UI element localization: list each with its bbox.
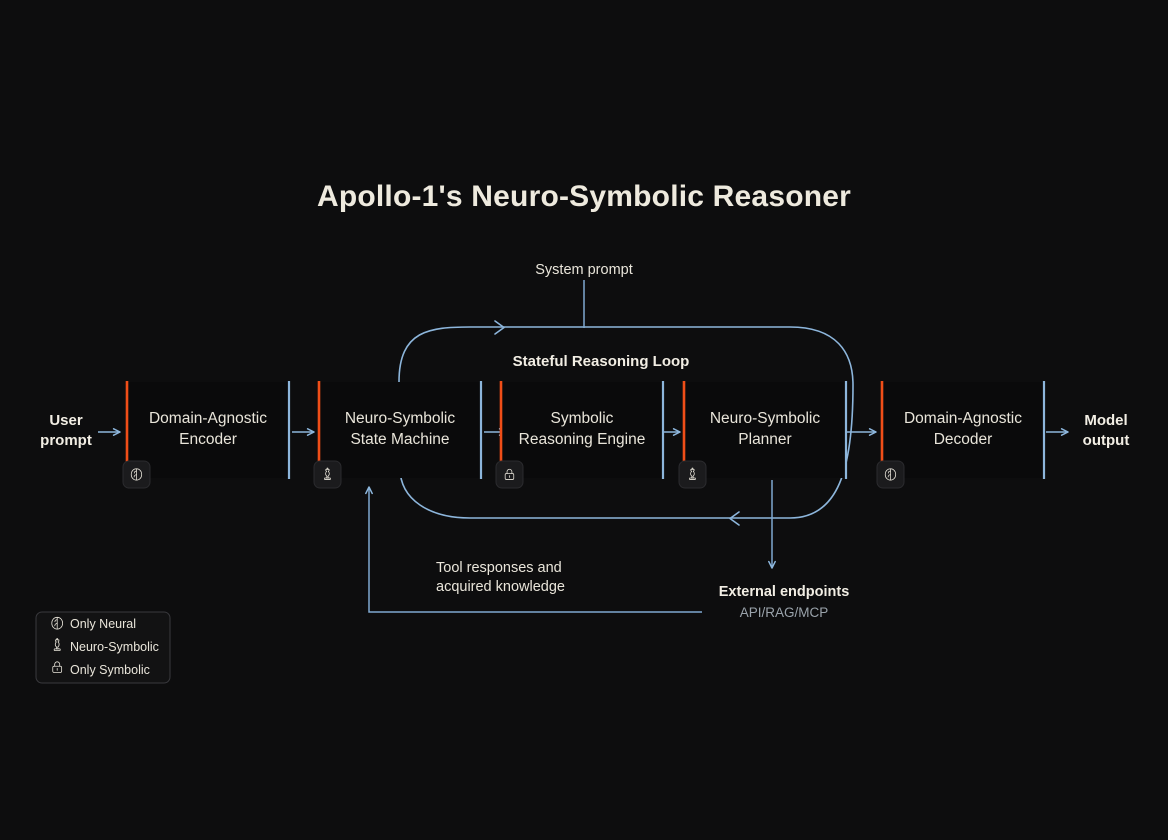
- state-machine-box: [318, 382, 482, 478]
- block-state-machine[interactable]: Neuro-Symbolic State Machine: [313, 380, 483, 489]
- chess-piece-icon: [689, 467, 696, 480]
- chess-piece-icon: [324, 467, 331, 480]
- state-machine-label-line1: Neuro-Symbolic: [345, 410, 456, 427]
- decoder-badge: [876, 460, 905, 489]
- block-decoder[interactable]: Domain-Agnostic Decoder: [876, 380, 1046, 489]
- reasoning-engine-badge: [495, 460, 524, 489]
- tool-feedback-connector: [365, 486, 702, 613]
- lock-icon: [504, 468, 515, 480]
- brain-icon: [51, 616, 63, 630]
- decoder-label-line2: Decoder: [934, 431, 993, 448]
- lock-icon: [52, 661, 63, 673]
- tool-feedback-label-line2: acquired knowledge: [436, 579, 565, 595]
- reasoning-engine-box: [500, 382, 664, 478]
- encoder-badge: [122, 460, 151, 489]
- brain-icon: [130, 468, 143, 481]
- tool-feedback-label-line1: Tool responses and: [436, 560, 562, 576]
- planner-label-line2: Planner: [738, 431, 791, 448]
- chess-piece-icon: [53, 638, 61, 651]
- block-planner[interactable]: Neuro-Symbolic Planner: [678, 380, 848, 489]
- reasoning-engine-label-line1: Symbolic: [551, 410, 614, 427]
- model-output-label-line2: output: [1083, 432, 1130, 449]
- loop-top-arrowhead: [494, 320, 505, 335]
- legend-label-only-neural: Only Neural: [70, 617, 136, 631]
- decoder-box: [881, 382, 1045, 478]
- planner-label-line1: Neuro-Symbolic: [710, 410, 821, 427]
- encoder-label-line1: Domain-Agnostic: [149, 410, 267, 427]
- legend-label-only-symbolic: Only Symbolic: [70, 663, 150, 677]
- legend-item-only-symbolic: Only Symbolic: [52, 661, 150, 677]
- user-prompt-label-line1: User: [49, 412, 83, 429]
- model-output-label-line1: Model: [1084, 412, 1127, 429]
- encoder-box: [126, 382, 290, 478]
- legend-label-neuro-symbolic: Neuro-Symbolic: [70, 640, 159, 654]
- stateful-reasoning-loop-label: Stateful Reasoning Loop: [513, 353, 690, 370]
- external-endpoints-label: External endpoints: [719, 584, 850, 600]
- legend-item-neuro-symbolic: Neuro-Symbolic: [53, 638, 159, 654]
- loop-bottom-arrowhead: [729, 511, 740, 526]
- block-reasoning-engine[interactable]: Symbolic Reasoning Engine: [495, 380, 665, 489]
- legend-item-only-neural: Only Neural: [51, 616, 136, 631]
- decoder-label-line1: Domain-Agnostic: [904, 410, 1022, 427]
- external-endpoints-sublabel: API/RAG/MCP: [740, 605, 829, 620]
- block-encoder[interactable]: Domain-Agnostic Encoder: [122, 380, 291, 489]
- state-machine-badge: [313, 460, 342, 489]
- page-title: Apollo-1's Neuro-Symbolic Reasoner: [317, 180, 851, 213]
- state-machine-label-line2: State Machine: [350, 431, 449, 448]
- user-prompt-label-line2: prompt: [40, 432, 92, 449]
- planner-box: [683, 382, 847, 478]
- planner-badge: [678, 460, 707, 489]
- brain-icon: [884, 468, 897, 481]
- legend-panel: [35, 611, 171, 684]
- reasoning-engine-label-line2: Reasoning Engine: [519, 431, 646, 448]
- stateful-reasoning-loop-path: [398, 320, 854, 526]
- system-prompt-label: System prompt: [535, 262, 633, 278]
- legend: Only Neural Neuro-Symbolic Only Symbolic: [35, 611, 171, 684]
- encoder-label-line2: Encoder: [179, 431, 237, 448]
